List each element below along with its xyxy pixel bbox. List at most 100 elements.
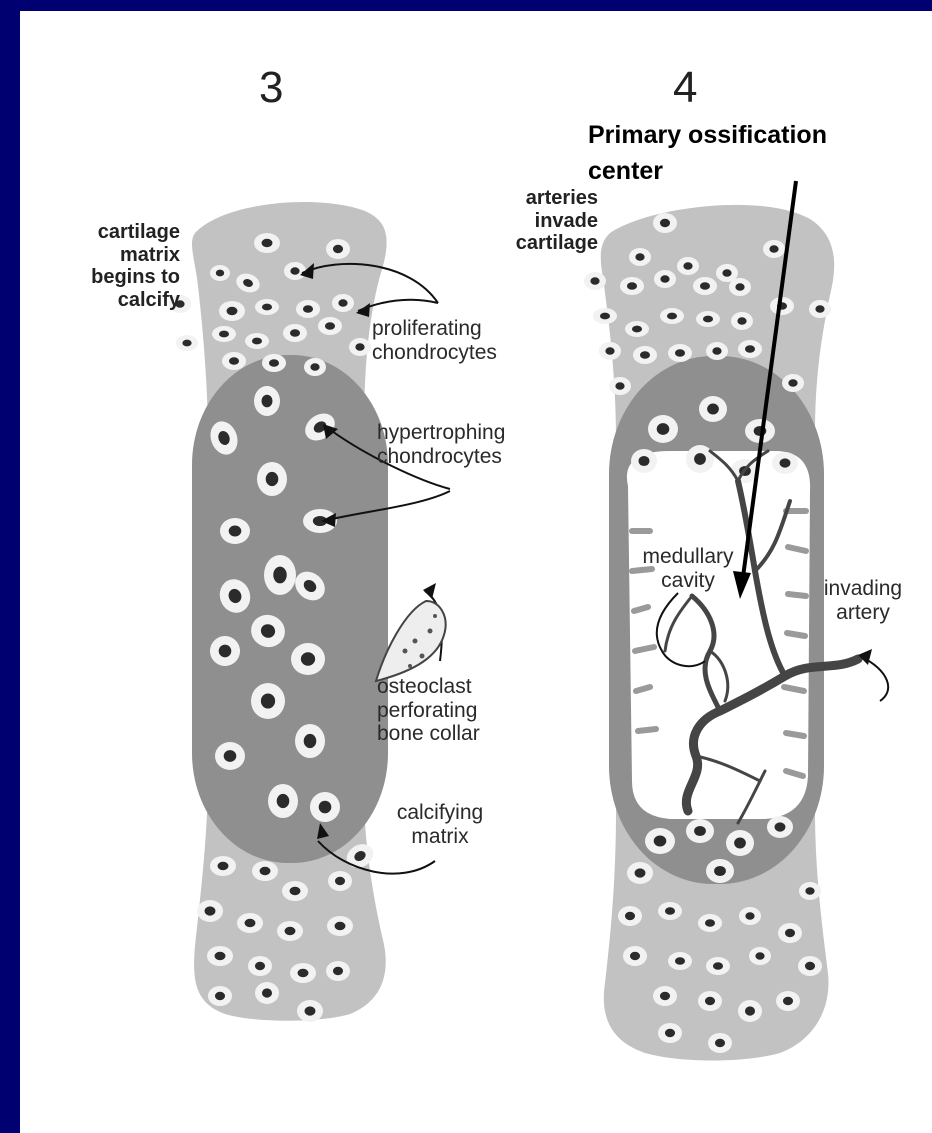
chondrocyte <box>326 961 350 981</box>
chondrocyte <box>310 792 340 822</box>
chondrocyte <box>222 352 246 370</box>
chondrocyte <box>197 900 223 922</box>
panel-3-number: 3 <box>259 63 283 113</box>
chondrocyte <box>252 861 278 881</box>
chondrocyte <box>668 952 692 970</box>
label-medullary-cavity: medullary cavity <box>633 545 743 592</box>
chondrocyte <box>654 270 676 288</box>
chondrocyte <box>318 317 342 335</box>
label-calcifying-matrix: calcifying matrix <box>380 801 500 848</box>
chondrocyte <box>698 991 722 1011</box>
chondrocyte <box>296 300 320 318</box>
chondrocyte <box>698 914 722 932</box>
chondrocyte <box>625 321 649 337</box>
chondrocyte <box>653 213 677 233</box>
chondrocyte <box>264 555 296 595</box>
chondrocyte <box>629 248 651 266</box>
chondrocyte <box>729 278 751 296</box>
chondrocyte <box>208 986 232 1006</box>
chondrocyte <box>282 881 308 901</box>
chondrocyte <box>237 913 263 933</box>
panel-4-number: 4 <box>673 63 697 113</box>
chondrocyte <box>268 784 298 818</box>
chondrocyte <box>262 354 286 372</box>
chondrocyte <box>257 462 287 496</box>
diagram-slide: 3 4 cartilage matrix begins to calcify p… <box>20 11 932 1133</box>
chondrocyte <box>798 956 822 976</box>
label-osteoclast: osteoclast perforating bone collar <box>377 675 480 746</box>
chondrocyte <box>593 308 617 324</box>
chondrocyte <box>618 906 642 926</box>
chondrocyte <box>210 856 236 876</box>
chondrocyte <box>349 338 371 356</box>
chondrocyte <box>295 724 325 758</box>
chondrocyte <box>584 272 606 290</box>
label-primary-ossification: Primary ossification <box>588 121 827 149</box>
chondrocyte <box>809 300 831 318</box>
chondrocyte <box>284 262 306 280</box>
chondrocyte <box>245 333 269 349</box>
chondrocyte <box>633 346 657 364</box>
label-cartilage-matrix: cartilage matrix begins to calcify <box>20 221 180 311</box>
chondrocyte <box>255 299 279 315</box>
chondrocyte <box>658 1023 682 1043</box>
chondrocyte <box>738 340 762 358</box>
chondrocyte <box>706 342 728 360</box>
chondrocyte <box>599 342 621 360</box>
label-hypertrophing-chondrocytes: hypertrophing chondrocytes <box>377 421 505 468</box>
label-arteries-invade: arteries invade cartilage <box>458 187 598 255</box>
chondrocyte <box>658 902 682 920</box>
chondrocyte <box>210 265 230 281</box>
chondrocyte <box>219 301 245 321</box>
chondrocyte <box>767 816 793 838</box>
chondrocyte <box>332 294 354 312</box>
chondrocyte <box>251 683 285 719</box>
chondrocyte <box>763 240 785 258</box>
chondrocyte <box>623 946 647 966</box>
chondrocyte <box>772 452 798 474</box>
chondrocyte <box>782 374 804 392</box>
chondrocyte <box>799 882 821 900</box>
chondrocyte <box>326 239 350 259</box>
chondrocyte <box>277 921 303 941</box>
chondrocyte <box>648 415 678 443</box>
label-proliferating-chondrocytes: proliferating chondrocytes <box>372 317 497 364</box>
chondrocyte <box>738 1000 762 1022</box>
chondrocyte <box>327 916 353 936</box>
chondrocyte <box>706 859 734 883</box>
label-invading-artery: invading artery <box>813 577 913 624</box>
chondrocyte <box>749 947 771 965</box>
chondrocyte <box>248 956 272 976</box>
chondrocyte <box>283 324 307 342</box>
chondrocyte <box>297 1000 323 1022</box>
ossification-diagram <box>20 11 932 1133</box>
chondrocyte <box>220 518 250 544</box>
chondrocyte <box>609 377 631 395</box>
chondrocyte <box>653 986 677 1006</box>
chondrocyte <box>212 326 236 342</box>
chondrocyte <box>686 819 714 843</box>
chondrocyte <box>668 344 692 362</box>
chondrocyte <box>731 312 753 330</box>
chondrocyte <box>620 277 644 295</box>
chondrocyte <box>304 358 326 376</box>
chondrocyte <box>291 643 325 675</box>
chondrocyte <box>776 991 800 1011</box>
chondrocyte <box>255 982 279 1004</box>
chondrocyte <box>726 830 754 856</box>
chondrocyte <box>686 445 714 473</box>
chondrocyte <box>739 907 761 925</box>
chondrocyte <box>328 871 352 891</box>
chondrocyte <box>176 335 198 351</box>
chondrocyte <box>215 742 245 770</box>
chondrocyte <box>290 963 316 983</box>
chondrocyte <box>254 386 280 416</box>
chondrocyte <box>708 1033 732 1053</box>
chondrocyte <box>706 957 730 975</box>
chondrocyte <box>631 449 657 473</box>
chondrocyte <box>660 308 684 324</box>
chondrocyte <box>778 923 802 943</box>
chondrocyte <box>693 277 717 295</box>
chondrocyte <box>645 828 675 854</box>
chondrocyte <box>627 862 653 884</box>
